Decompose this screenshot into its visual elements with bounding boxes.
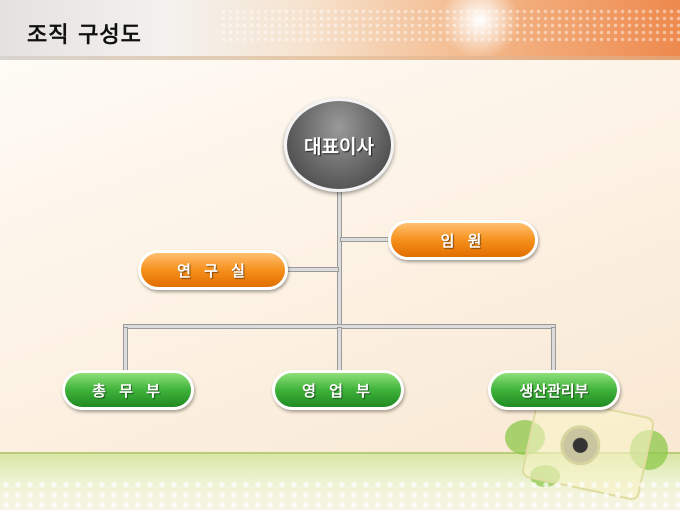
header-glow-decoration — [440, 0, 520, 60]
connector-dept-3 — [551, 327, 556, 372]
node-sales[interactable]: 영 업 부 — [272, 370, 404, 410]
node-executive[interactable]: 임 원 — [388, 220, 538, 260]
node-ceo[interactable]: 대표이사 — [284, 98, 394, 192]
connector-trunk — [337, 188, 342, 328]
slide-title: 조직 구성도 — [27, 23, 142, 48]
connector-dept-2 — [337, 327, 342, 372]
node-lab[interactable]: 연 구 실 — [138, 250, 288, 290]
connector-dept-1 — [123, 327, 128, 372]
node-general-affairs[interactable]: 총 무 부 — [62, 370, 194, 410]
header-band — [0, 0, 680, 60]
camera-lens-icon — [556, 421, 604, 470]
connector-executive — [340, 237, 390, 242]
node-production-management[interactable]: 생산관리부 — [488, 370, 620, 410]
footer-dots-decoration — [0, 480, 680, 510]
connector-lab — [286, 267, 339, 272]
